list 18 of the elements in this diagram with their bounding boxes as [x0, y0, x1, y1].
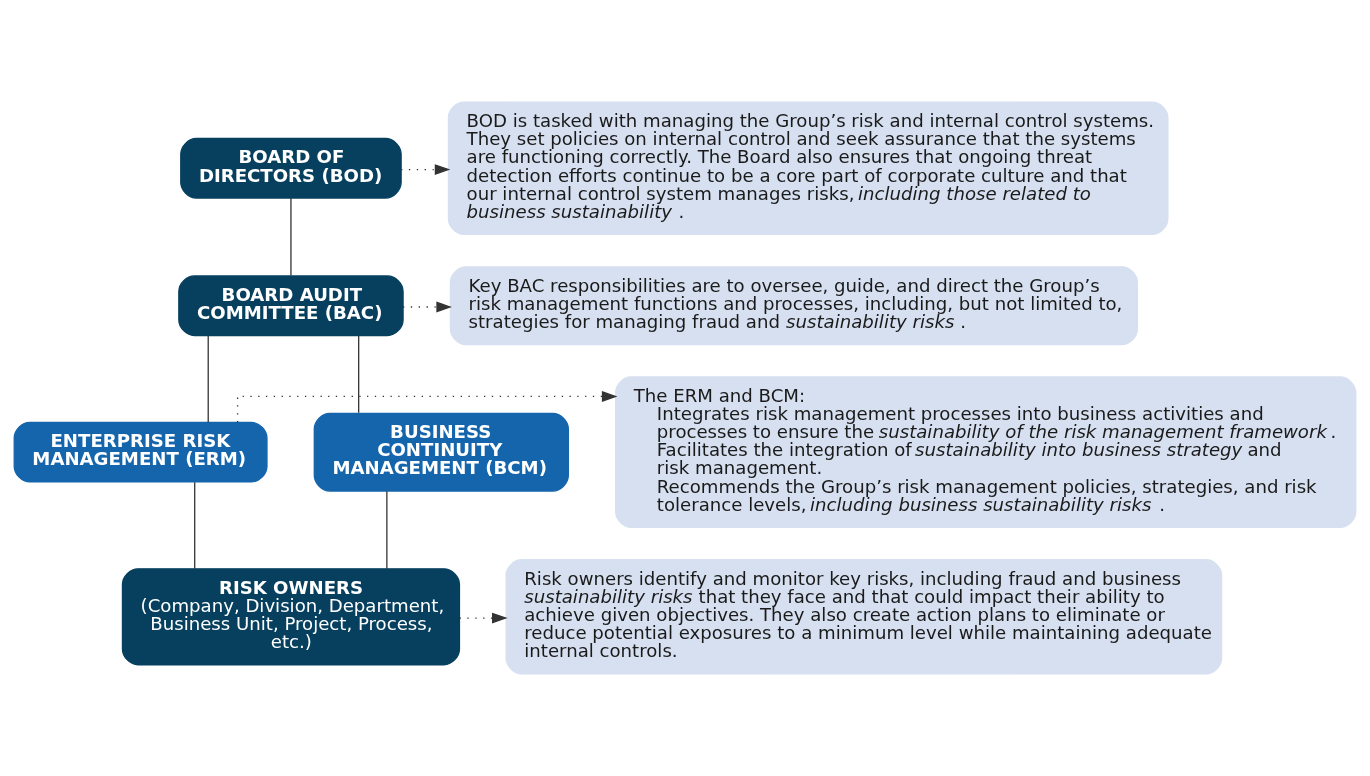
node-box: BOD is tasked with managing the Group’s risk and internal control systems. They set policies on internal control and seek assurance that the systems are functioning correctly. The Board also ensures that ongoing threat detection efforts continue to be a core part of corporate culture and that our internal control system manages risks, including those related to business sustainability.: [447, 101, 1169, 236]
node-box: RISK OWNERS (Company, Division, Department, Business Unit, Project, Process, etc.): [121, 568, 461, 666]
arrow: [400, 164, 451, 176]
connector: [194, 481, 196, 570]
node-box: ENTERPRISE RISK MANAGEMENT (ERM): [13, 421, 268, 483]
node-box: Risk owners identify and monitor key risks, including fraud and business sustainability risks that they face and that could impact their ability to achieve given objectives. They also create action plans to eliminate or reduce potential exposures to a minimum level while maintaining adequate internal controls.: [505, 559, 1223, 675]
node-box: BOARD OF DIRECTORS (BOD): [180, 137, 402, 199]
node-box: Key BAC responsibilities are to oversee, guide, and direct the Group’s risk management functions and processes, including, but not limited to, strategies for managing fraud and sustainability risks.: [449, 266, 1139, 346]
node-box: BUSINESS CONTINUITY MANAGEMENT (BCM): [313, 412, 569, 492]
connector: [207, 335, 209, 423]
connector: [386, 490, 388, 570]
node-box: BOARD AUDIT COMMITTEE (BAC): [178, 275, 404, 337]
arrow: [402, 301, 452, 313]
arrow: [236, 390, 618, 423]
connector: [358, 335, 360, 414]
node-box: The ERM and BCM: Integrates risk management processes into business activities and processes to ensure the sustainability of the risk management framework. Facilitates the integration of sustainability into business strategy and risk management. Recommends the Group’s risk management policies, strategies, and risk tolerance levels, including business sustainability risks.: [615, 376, 1357, 528]
arrow: [459, 612, 508, 624]
connector: [290, 197, 292, 277]
